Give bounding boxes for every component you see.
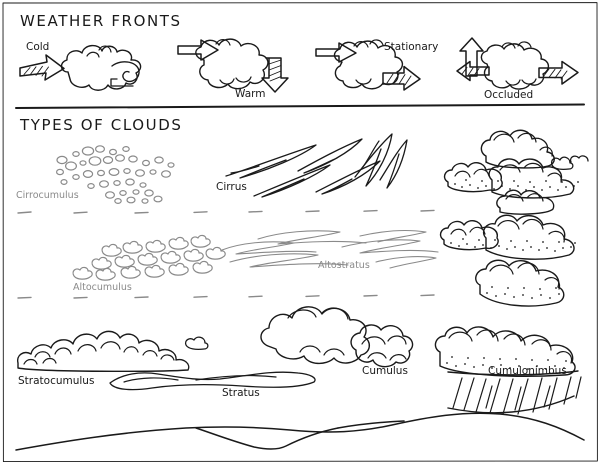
altostratus-label: Altostratus — [318, 260, 370, 271]
cumulonimbus-stipple-middle — [450, 238, 576, 252]
section-divider — [15, 103, 585, 109]
front-item-stationary: Stationary — [315, 39, 438, 91]
stationary-front-cloud — [333, 39, 404, 90]
cirrus-cloud — [225, 133, 408, 198]
stationary-front-symbol-hatched-arrow — [382, 65, 421, 91]
altocumulus-label: Altocumulus — [73, 282, 132, 293]
stationary-front-label: Stationary — [384, 41, 438, 53]
cumulonimbus-stipple-lower — [486, 286, 560, 299]
cold-front-symbol — [19, 54, 65, 81]
warm-front-symbol-hatched-arrow — [261, 57, 289, 93]
altocumulus-cloud — [72, 234, 226, 281]
occluded-front-cloud — [480, 41, 550, 90]
stationary-front-symbol-open-arrow — [315, 42, 357, 63]
rolling-hills-horizon — [15, 395, 585, 451]
altitude-divider-mid — [17, 294, 435, 299]
occluded-front-symbol-right-hatched-arrow — [538, 60, 579, 85]
occluded-front-symbol-left-hatched-arrow — [456, 60, 490, 82]
cumulonimbus-stipple-upper — [454, 179, 579, 191]
warm-front-cloud — [195, 38, 269, 90]
cumulonimbus-stipple-base — [446, 356, 567, 370]
cumulonimbus-label: Cumulonimbus — [488, 365, 567, 377]
warm-front-label: Warm — [235, 88, 266, 100]
rain-streaks — [452, 376, 582, 415]
stratus-label: Stratus — [222, 387, 260, 399]
cumulonimbus-cloud — [434, 129, 589, 377]
cirrocumulus-cloud — [55, 145, 175, 205]
cumulus-label: Cumulus — [362, 365, 408, 377]
altostratus-cloud — [221, 230, 439, 269]
front-item-occluded: Occluded — [456, 37, 579, 101]
weather-fronts-heading: WEATHER FRONTS — [20, 12, 182, 30]
front-item-cold: Cold — [19, 41, 142, 91]
cold-front-cloud — [60, 44, 142, 91]
types-of-clouds-heading: TYPES OF CLOUDS — [19, 116, 183, 134]
front-item-warm: Warm — [177, 38, 289, 100]
stratocumulus-cloud — [17, 330, 190, 373]
cirrocumulus-label: Cirrocumulus — [16, 190, 79, 201]
cumulus-cloud — [260, 306, 414, 368]
cirrus-label: Cirrus — [216, 181, 247, 193]
stratocumulus-label: Stratocumulus — [18, 375, 94, 387]
altitude-divider-high — [17, 209, 435, 214]
occluded-front-label: Occluded — [484, 89, 533, 101]
stratus-cloud — [109, 336, 316, 391]
cold-front-label: Cold — [26, 41, 49, 53]
